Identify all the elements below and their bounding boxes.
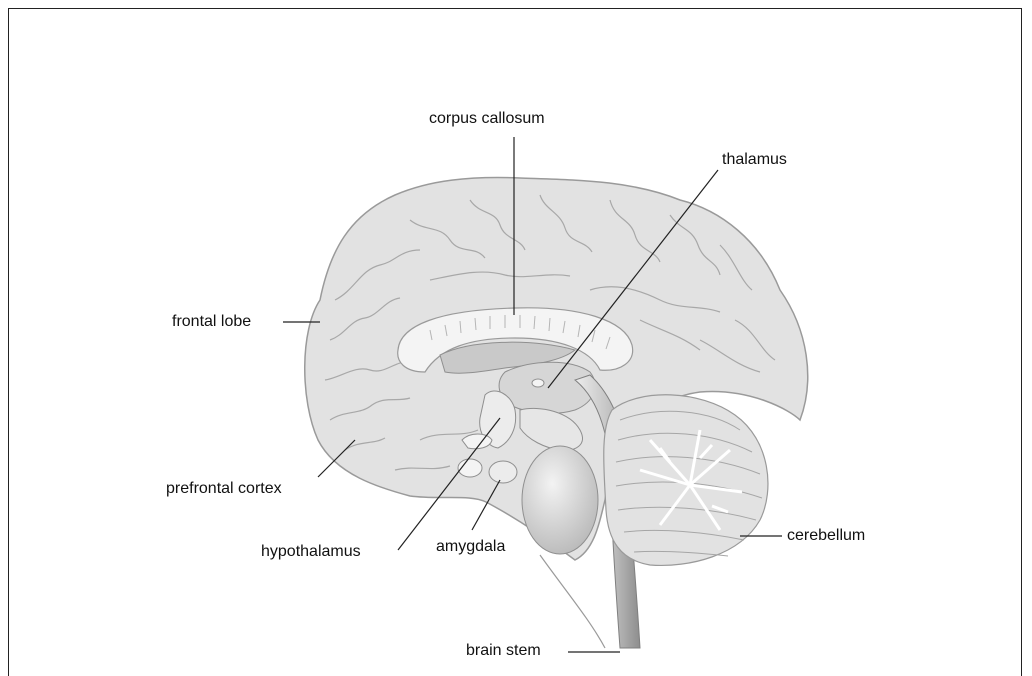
- spinal-canal-line: [540, 555, 605, 648]
- label-thalamus: thalamus: [722, 151, 787, 169]
- label-brain-stem: brain stem: [466, 642, 541, 660]
- label-prefrontal-cortex: prefrontal cortex: [166, 480, 282, 498]
- label-hypothalamus: hypothalamus: [261, 543, 361, 561]
- amygdala-shape: [489, 461, 517, 483]
- pons-shape: [522, 446, 598, 554]
- thalamus-dot: [532, 379, 544, 387]
- label-cerebellum: cerebellum: [787, 527, 865, 545]
- label-frontal-lobe: frontal lobe: [172, 313, 251, 331]
- label-corpus-callosum: corpus callosum: [429, 110, 545, 128]
- label-amygdala: amygdala: [436, 538, 505, 556]
